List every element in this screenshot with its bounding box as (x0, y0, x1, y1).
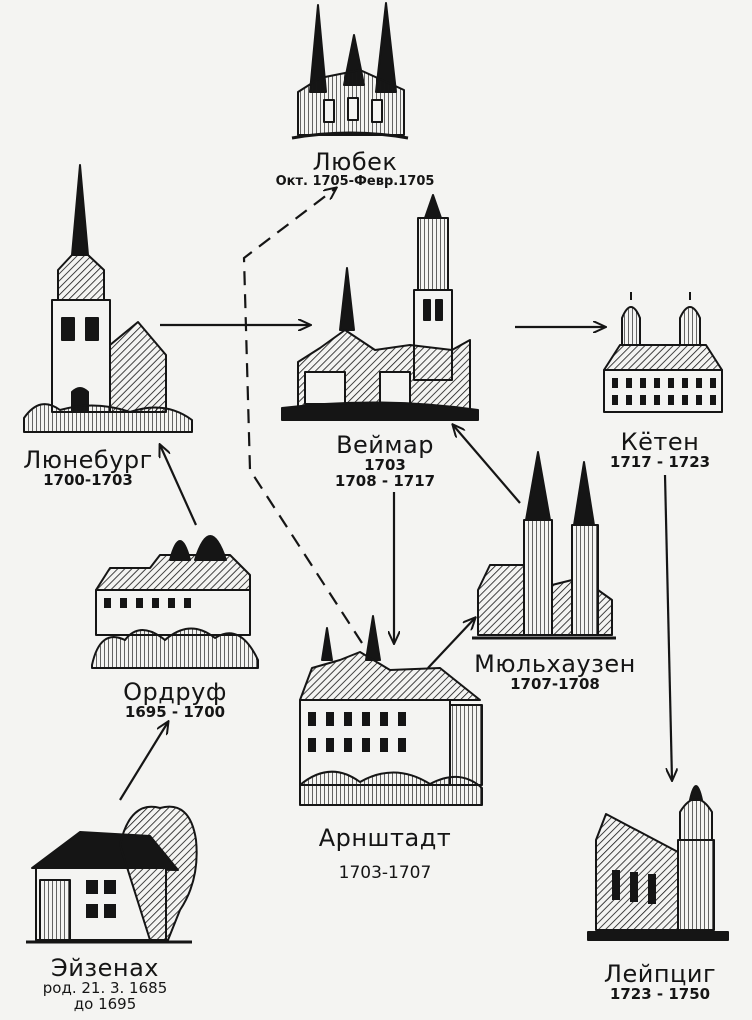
node-date-weimar-2: 1708 - 1717 (334, 471, 436, 490)
node-name-leipzig: Лейпциг (603, 960, 717, 988)
weimar-town-illustration (281, 194, 479, 421)
node-date-arnstadt: 1703-1707 (338, 863, 432, 884)
node-date-luneburg: 1700-1703 (43, 471, 133, 490)
node-name-lubeck: Любек (312, 148, 398, 176)
node-label-eisenach: Эйзенах род. 21. 3. 1685 до 1695 (20, 954, 190, 1013)
node-label-leipzig: Лейпциг 1723 - 1750 (580, 960, 740, 1004)
arrow-arnstadt-muehlhausen (427, 618, 475, 669)
node-date-muehlhausen: 1707-1708 (510, 675, 600, 694)
node-date-eisenach-2: до 1695 (73, 994, 137, 1013)
ohrdruf-palace-illustration (91, 535, 259, 669)
node-name-eisenach: Эйзенах (51, 954, 159, 982)
node-label-koethen: Кётен 1717 - 1723 (585, 428, 735, 472)
leipzig-church-illustration (587, 785, 729, 941)
node-date-lubeck: Окт. 1705-Февр.1705 (275, 174, 435, 190)
node-date-weimar-1: 1703 (364, 456, 406, 475)
arrow-koethen-leipzig (663, 474, 672, 780)
node-date-koethen: 1717 - 1723 (609, 453, 711, 472)
node-name-muehlhausen: Мюльхаузен (474, 650, 636, 678)
node-label-muehlhausen: Мюльхаузен 1707-1708 (470, 650, 640, 694)
luneburg-church-illustration (23, 164, 193, 433)
node-name-arnstadt: Арнштадт (318, 824, 452, 852)
node-date-ohrdruf: 1695 - 1700 (124, 703, 226, 722)
node-label-lubeck: Любек Окт. 1705-Февр.1705 (250, 148, 460, 190)
node-name-weimar: Веймар (336, 431, 434, 459)
node-label-ohrdruf: Ордруф 1695 - 1700 (100, 678, 250, 722)
node-name-ohrdruf: Ордруф (123, 678, 227, 706)
lubeck-cathedral-illustration (291, 2, 409, 140)
arrow-eisenach-ohrdruf (119, 722, 168, 801)
arnstadt-town-illustration (299, 615, 483, 806)
node-label-weimar: Веймар 1703 1708 - 1717 (300, 431, 470, 490)
node-name-koethen: Кётен (620, 428, 700, 456)
node-date-leipzig: 1723 - 1750 (609, 985, 711, 1004)
node-name-luneburg: Люнебург (23, 446, 153, 474)
arrow-ohrdruf-luneburg (160, 445, 198, 526)
koethen-castle-illustration (603, 292, 723, 413)
arrow-muehlhausen-weimar (453, 425, 521, 504)
node-date-eisenach-1: род. 21. 3. 1685 (42, 979, 168, 998)
muehlhausen-church-illustration (472, 451, 616, 640)
node-label-luneburg: Люнебург 1700-1703 (8, 446, 168, 490)
node-label-arnstadt: Арнштадт 1703-1707 (300, 824, 470, 884)
arrow-arnstadt-lubeck (242, 188, 363, 644)
eisenach-house-illustration (26, 805, 198, 944)
